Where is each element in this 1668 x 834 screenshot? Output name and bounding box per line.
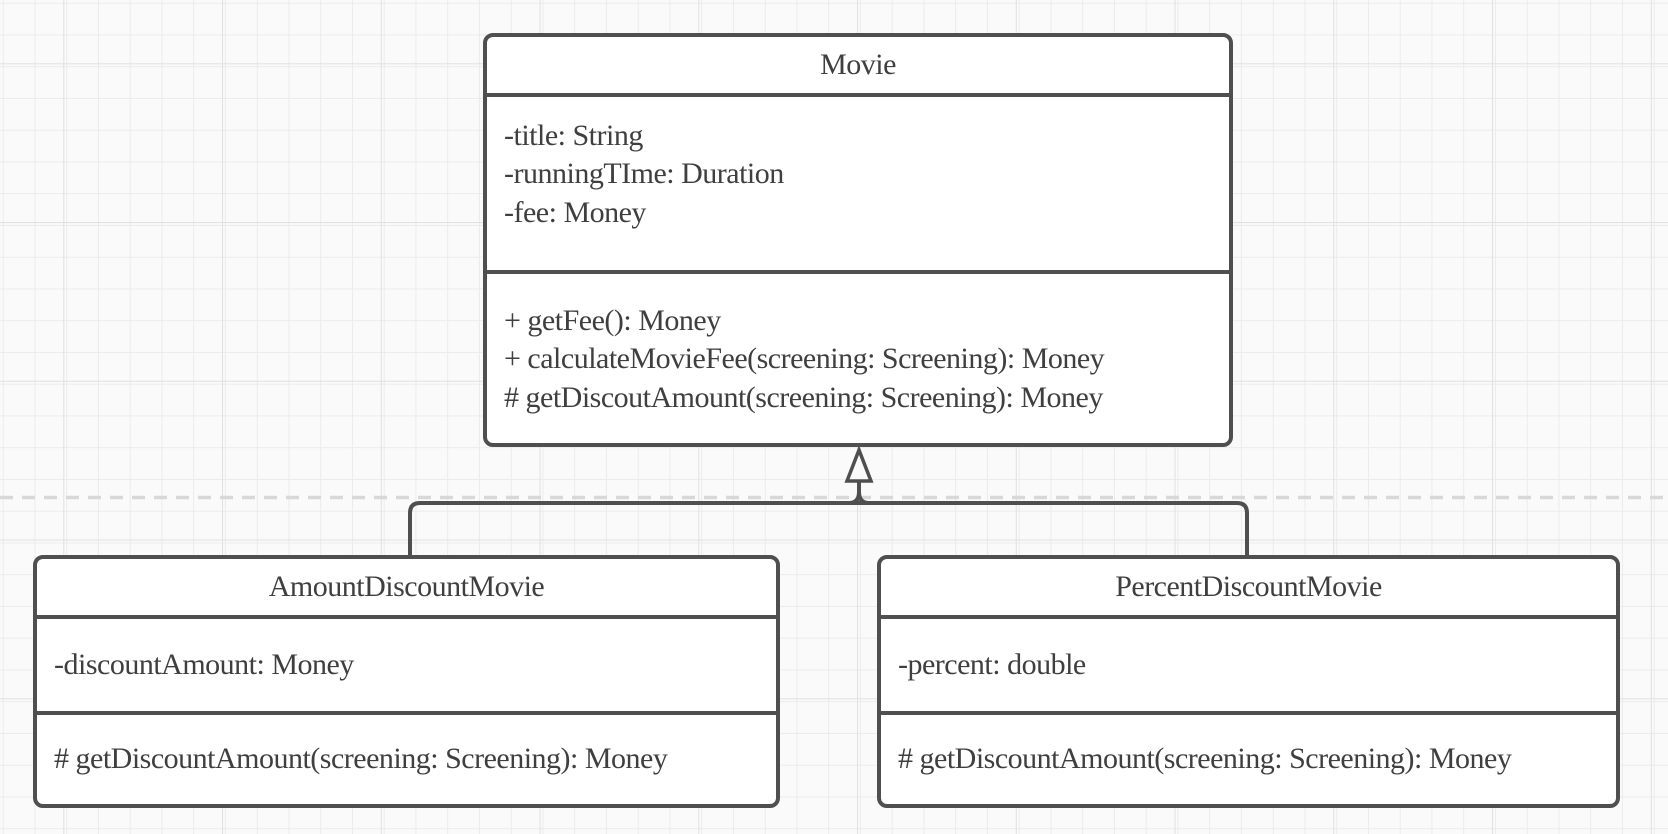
method-row: + calculateMovieFee(screening: Screening… <box>504 342 1105 376</box>
methods-compartment: # getDiscountAmount(screening: Screening… <box>881 715 1616 804</box>
class-title: PercentDiscountMovie <box>881 559 1616 619</box>
class-node-percent-discount-movie[interactable]: PercentDiscountMovie -percent: double # … <box>877 555 1620 808</box>
attribute-row: -percent: double <box>898 647 1086 681</box>
generalization-edge-branch[interactable] <box>408 501 1249 559</box>
class-title: Movie <box>487 37 1229 97</box>
attributes-compartment: -title: String -runningTIme: Duration -f… <box>487 97 1229 274</box>
attributes-compartment: -percent: double <box>881 619 1616 715</box>
method-row: + getFee(): Money <box>504 304 721 337</box>
generalization-edge-stem[interactable] <box>848 480 870 505</box>
class-node-amount-discount-movie[interactable]: AmountDiscountMovie -discountAmount: Mon… <box>33 555 780 808</box>
methods-compartment: + getFee(): Money + calculateMovieFee(sc… <box>487 274 1229 443</box>
method-row: # getDiscoutAmount(screening: Screening)… <box>504 380 1103 414</box>
attribute-row: -title: String <box>504 119 643 152</box>
methods-compartment: # getDiscountAmount(screening: Screening… <box>37 715 776 804</box>
attribute-row: -discountAmount: Money <box>54 647 354 681</box>
method-row: # getDiscountAmount(screening: Screening… <box>54 742 668 776</box>
attribute-row: -fee: Money <box>504 195 646 229</box>
class-title: AmountDiscountMovie <box>37 559 776 619</box>
attributes-compartment: -discountAmount: Money <box>37 619 776 715</box>
generalization-arrowhead-icon[interactable] <box>844 445 874 483</box>
attribute-row: -runningTIme: Duration <box>504 157 784 191</box>
method-row: # getDiscountAmount(screening: Screening… <box>898 742 1512 776</box>
class-node-movie[interactable]: Movie -title: String -runningTIme: Durat… <box>483 33 1233 447</box>
